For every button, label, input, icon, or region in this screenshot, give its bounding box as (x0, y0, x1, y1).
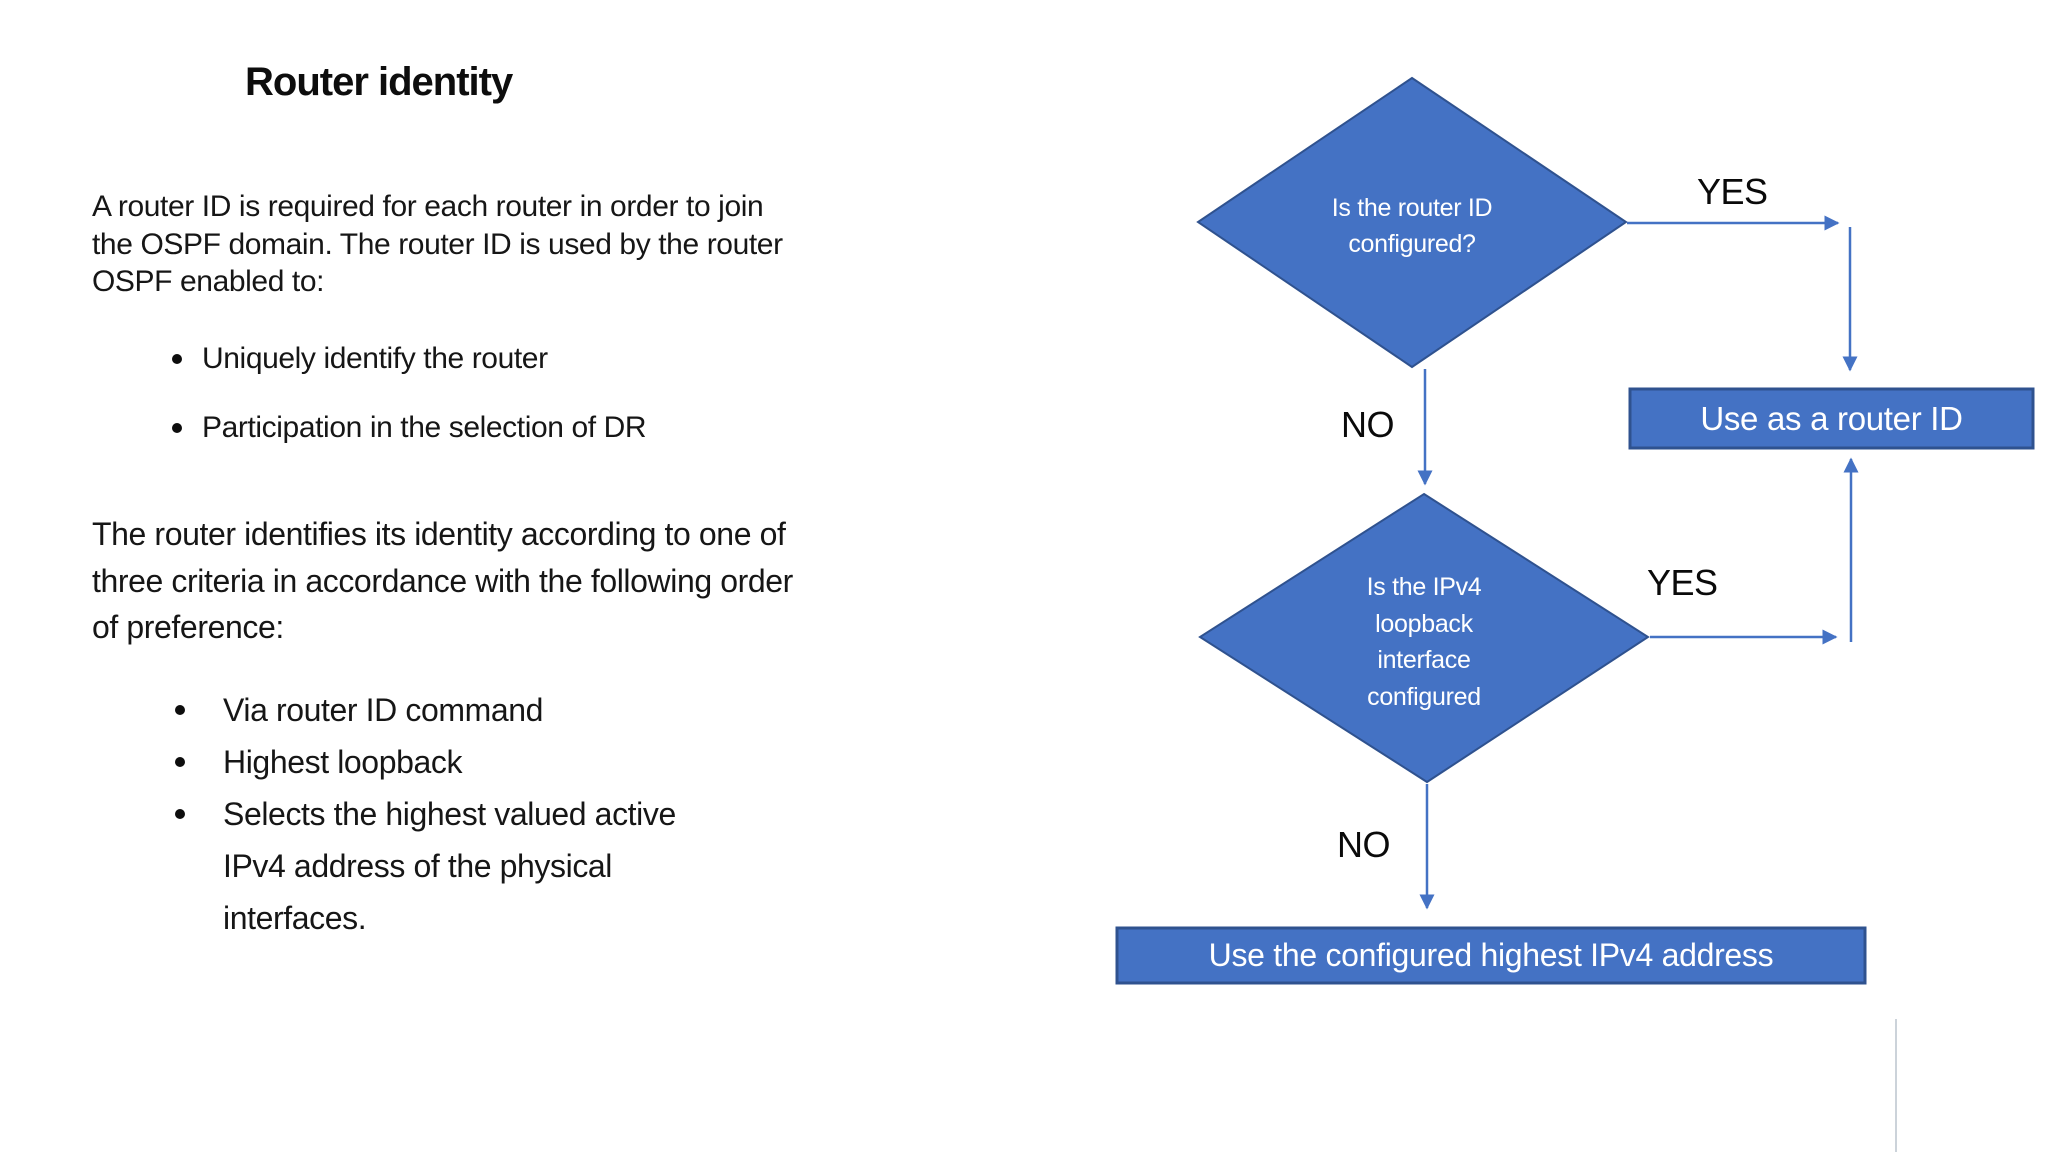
decision-label-line: loopback (1375, 609, 1473, 638)
list-item-text: IPv4 address of the physical (223, 847, 613, 884)
decision-router-id-label: Is the router ID configured? (1252, 190, 1572, 262)
intro-paragraph: A router ID is required for each router … (92, 188, 783, 301)
list-item: Highest loopback (175, 741, 462, 783)
result-ipv4-label: Use the configured highest IPv4 address (1208, 937, 1774, 973)
list-item: Selects the highest valued active (175, 793, 676, 835)
bullet-dot (175, 705, 185, 715)
criteria-line: The router identifies its identity accor… (92, 516, 786, 552)
decision-label-line: Is the IPv4 (1366, 573, 1482, 601)
decision-label-line: Is the router ID (1331, 194, 1493, 222)
decision-loopback-label: Is the IPv4 loopback interface configure… (1274, 569, 1574, 715)
list-item-text: Selects the highest valued active (223, 795, 676, 832)
bullet-dot (175, 757, 185, 767)
bullet-dot (172, 354, 182, 364)
decision-label-line: interface (1377, 646, 1471, 674)
decision-label-line: configured? (1348, 230, 1476, 258)
intro-line: A router ID is required for each router … (92, 190, 764, 223)
list-item: Participation in the selection of DR (172, 408, 647, 448)
criteria-paragraph: The router identifies its identity accor… (92, 511, 793, 651)
yes-label-2: YES (1647, 562, 1718, 603)
page-title: Router identity (245, 60, 513, 104)
list-item-text: Uniquely identify the router (202, 342, 548, 375)
list-item-text: interfaces. (223, 899, 367, 936)
list-item-text: Via router ID command (223, 691, 544, 728)
result-router-id-label: Use as a router ID (1700, 399, 1963, 437)
no-label-1: NO (1341, 404, 1395, 445)
criteria-line: of preference: (92, 609, 284, 645)
intro-line: OSPF enabled to: (92, 265, 325, 298)
decision-loopback-shape (1198, 492, 1650, 784)
list-item-continuation: interfaces. (175, 897, 367, 939)
decision-router-id-shape (1196, 76, 1628, 369)
result-ipv4-shape (1115, 926, 1867, 985)
list-item-text: Highest loopback (223, 743, 463, 780)
list-item-text: Participation in the selection of DR (202, 411, 647, 444)
no-label-2: NO (1337, 824, 1391, 865)
result-router-id-shape (1628, 387, 2035, 450)
yes-label-1: YES (1697, 171, 1768, 212)
bullet-dot (175, 809, 185, 819)
bullet-dot (172, 423, 182, 433)
criteria-line: three criteria in accordance with the fo… (92, 562, 793, 599)
slide-edge-line (1895, 1019, 1897, 1152)
intro-line: the OSPF domain. The router ID is used b… (92, 227, 783, 261)
list-item: Via router ID command (175, 689, 543, 731)
list-item-continuation: IPv4 address of the physical (175, 845, 612, 887)
decision-label-line: configured (1367, 682, 1481, 711)
list-item: Uniquely identify the router (172, 339, 548, 379)
